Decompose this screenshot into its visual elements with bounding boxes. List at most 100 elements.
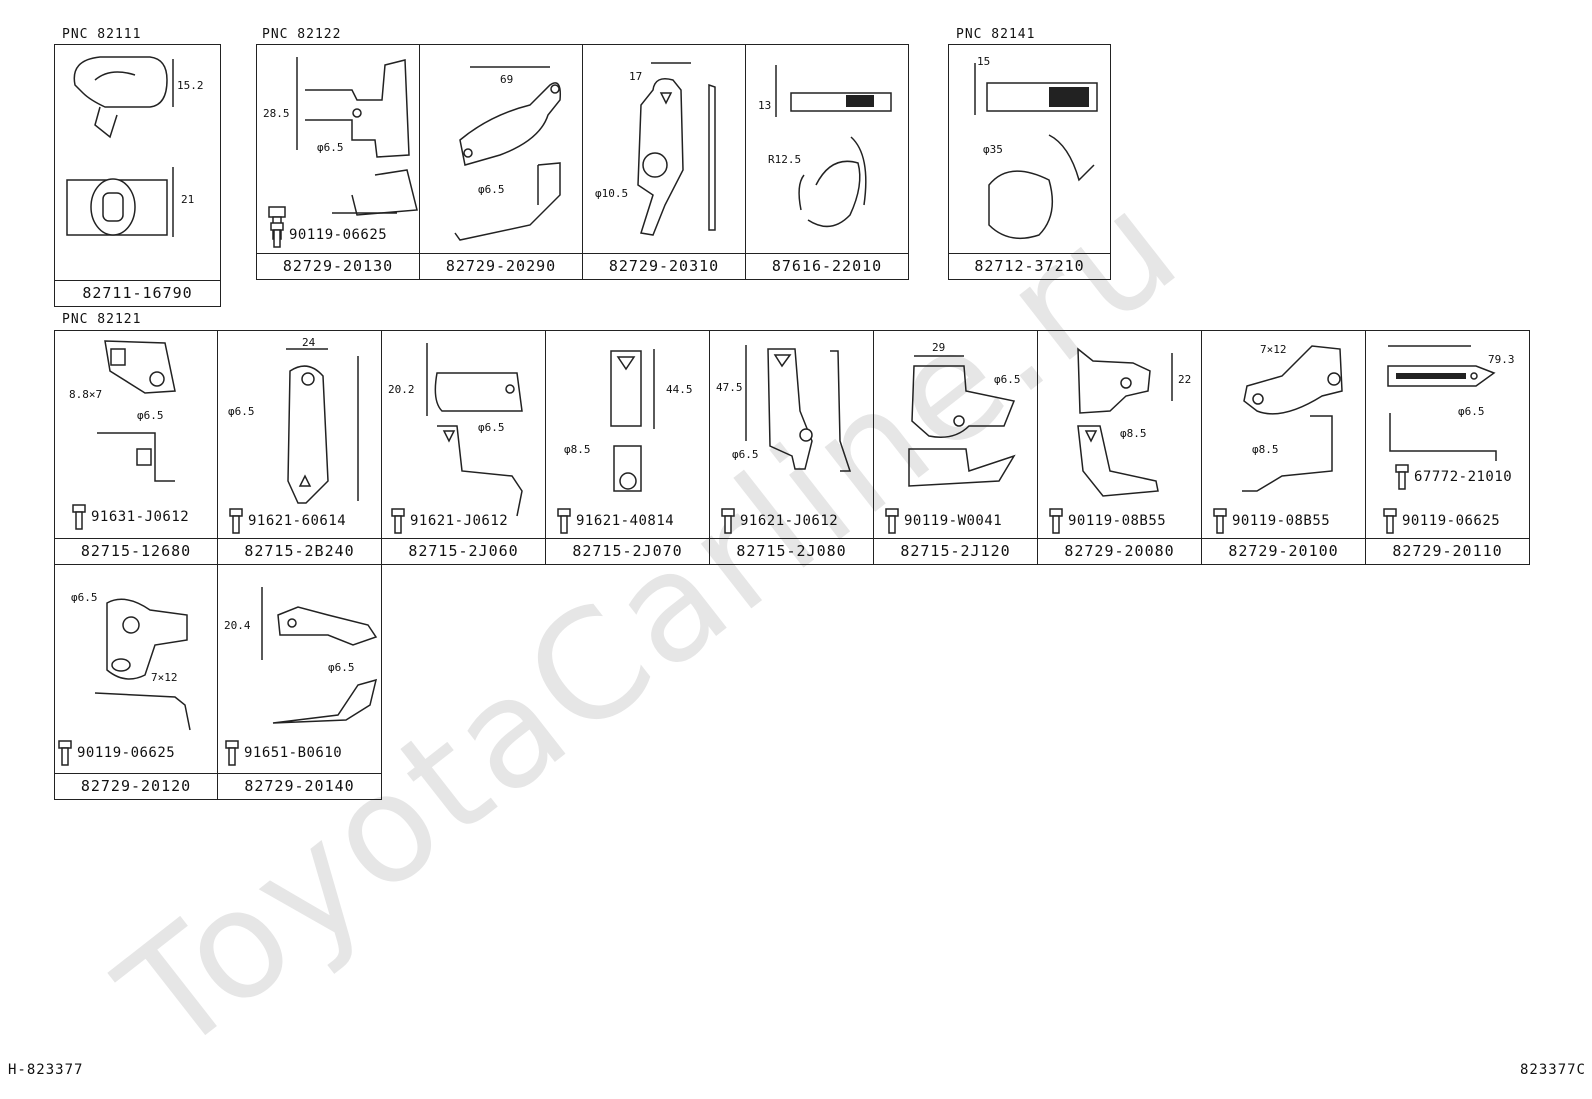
- bolt-icon: [58, 740, 72, 766]
- part-number: 82729-20140: [218, 773, 381, 799]
- dim-hole: φ6.5: [71, 591, 98, 604]
- part-cell-82715-12680[interactable]: 8.8×7 φ6.5 91631-J0612 82715-12680: [54, 330, 218, 565]
- bolt-part-number: 90119-06625: [289, 227, 388, 243]
- bracket-drawing: [610, 349, 655, 492]
- dim-height: 20.2: [388, 383, 415, 396]
- dim-hole: φ8.5: [564, 443, 591, 456]
- part-cell-82729-20290[interactable]: 69 φ6.5 82729-20290: [419, 44, 583, 280]
- bracket-drawing: [745, 345, 852, 472]
- diagram-code: 823377C: [1519, 1062, 1586, 1078]
- bracket-drawing: [908, 355, 1016, 487]
- dim-radius: R12.5: [768, 153, 802, 166]
- dim-hole: φ10.5: [595, 187, 629, 200]
- bolt-part-number: 90119-08B55: [1232, 513, 1331, 529]
- pnc-label-82122: PNC 82122: [262, 27, 342, 42]
- dim-length: 44.5: [666, 383, 693, 396]
- bracket-drawing: [94, 598, 191, 731]
- bolt-icon: [391, 508, 405, 534]
- bracket-drawing: [1077, 347, 1173, 497]
- dim-hole: φ6.5: [478, 183, 505, 196]
- part-cell-82729-20080[interactable]: 22 φ8.5 90119-08B55 82729-20080: [1037, 330, 1202, 565]
- dim-length: 47.5: [716, 381, 743, 394]
- part-number: 82729-20120: [55, 773, 217, 799]
- bracket-drawing: [454, 66, 562, 241]
- pnc-label-82121: PNC 82121: [62, 312, 142, 327]
- dim-hole: φ6.5: [732, 448, 759, 461]
- bolt-icon: [1383, 508, 1397, 534]
- diagram-id: H-823377: [8, 1062, 84, 1078]
- bolt-part-number: 90119-06625: [1402, 513, 1501, 529]
- bracket-drawing: [637, 62, 716, 236]
- dim-hole: φ6.5: [328, 661, 355, 674]
- clip-part-number: 67772-21010: [1414, 469, 1513, 485]
- clamp-drawing: [66, 56, 174, 237]
- part-cell-82729-20100[interactable]: 7×12 φ8.5 90119-08B55 82729-20100: [1201, 330, 1366, 565]
- bolt-icon: [72, 504, 86, 530]
- part-number: 82715-2J060: [382, 538, 545, 564]
- bracket-drawing: [1387, 345, 1497, 461]
- part-number: 82711-16790: [55, 280, 220, 306]
- part-number: 87616-22010: [746, 253, 908, 279]
- dim-width: 29: [932, 341, 946, 354]
- dim-diameter: φ35: [983, 143, 1003, 156]
- bolt-part-number: 91621-60614: [248, 513, 347, 529]
- dim-hole: φ6.5: [228, 405, 255, 418]
- bracket-drawing: [426, 343, 523, 517]
- part-cell-82711-16790[interactable]: 15.2 21 82711-16790: [54, 44, 221, 307]
- bolt-part-number: 90119-W0041: [904, 513, 1003, 529]
- part-cell-82729-20130[interactable]: 28.5 φ6.5 90119-06625 82729-20130: [256, 44, 420, 280]
- part-number: 82729-20080: [1038, 538, 1201, 564]
- dim-length: 79.3: [1488, 353, 1515, 366]
- clamp-drawing: [974, 63, 1098, 240]
- bolt-icon: [721, 508, 735, 534]
- dim-hole: φ8.5: [1120, 427, 1147, 440]
- dim-hole: φ8.5: [1252, 443, 1279, 456]
- dim-hole: φ6.5: [137, 409, 164, 422]
- part-cell-82715-2B240[interactable]: 24 φ6.5 91621-60614 82715-2B240: [217, 330, 382, 565]
- bolt-part-number: 91651-B0610: [244, 745, 343, 761]
- part-cell-82715-2J060[interactable]: 20.2 φ6.5 91621-J0612 82715-2J060: [381, 330, 546, 565]
- dim-height: 13: [758, 99, 772, 112]
- part-number: 82729-20310: [583, 253, 745, 279]
- bolt-icon: [225, 740, 239, 766]
- part-number: 82729-20130: [257, 253, 419, 279]
- part-cell-82729-20120[interactable]: φ6.5 7×12 90119-06625 82729-20120: [54, 564, 218, 800]
- part-cell-82715-2J120[interactable]: 29 φ6.5 90119-W0041 82715-2J120: [873, 330, 1038, 565]
- part-number: 82715-2J120: [874, 538, 1037, 564]
- part-cell-82729-20310[interactable]: 17 φ10.5 82729-20310: [582, 44, 746, 280]
- bolt-part-number: 91621-J0612: [740, 513, 839, 529]
- dim-hole: φ6.5: [994, 373, 1021, 386]
- bracket-drawing: [261, 587, 378, 724]
- part-cell-82712-37210[interactable]: 15 φ35 82712-37210: [948, 44, 1111, 280]
- part-number: 82729-20110: [1366, 538, 1529, 564]
- dim-length: 69: [500, 73, 514, 86]
- part-number: 82729-20290: [420, 253, 582, 279]
- dim-slot: 8.8×7: [69, 388, 103, 401]
- part-number: 82715-2J080: [710, 538, 873, 564]
- dim-slot: 7×12: [1260, 343, 1287, 356]
- dim-width: 17: [629, 70, 643, 83]
- bolt-icon: [557, 508, 571, 534]
- part-cell-82715-2J070[interactable]: 44.5 φ8.5 91621-40814 82715-2J070: [545, 330, 710, 565]
- bolt-icon: [1395, 464, 1409, 490]
- dim-width: 21: [181, 193, 195, 206]
- part-cell-82715-2J080[interactable]: 47.5 φ6.5 91621-J0612 82715-2J080: [709, 330, 874, 565]
- part-cell-87616-22010[interactable]: 13 R12.5 87616-22010: [745, 44, 909, 280]
- dim-height: 15.2: [177, 79, 204, 92]
- bolt-icon: [1213, 508, 1227, 534]
- part-number: 82729-20100: [1202, 538, 1365, 564]
- part-number: 82715-12680: [55, 538, 217, 564]
- part-number: 82712-37210: [949, 253, 1110, 279]
- dim-slot: 7×12: [151, 671, 178, 684]
- dim-width: 24: [302, 336, 316, 349]
- bolt-part-number: 91621-J0612: [410, 513, 509, 529]
- dim-hole: φ6.5: [478, 421, 505, 434]
- bolt-part-number: 91631-J0612: [91, 509, 190, 525]
- part-cell-82729-20110[interactable]: 79.3 φ6.5 67772-21010 90119-06625 82729-…: [1365, 330, 1530, 565]
- dim-height: 22: [1178, 373, 1192, 386]
- pnc-label-82141: PNC 82141: [956, 27, 1036, 42]
- part-number: 82715-2J070: [546, 538, 709, 564]
- bracket-drawing: [97, 340, 176, 482]
- bracket-drawing: [286, 348, 359, 504]
- part-cell-82729-20140[interactable]: 20.4 φ6.5 91651-B0610 82729-20140: [217, 564, 382, 800]
